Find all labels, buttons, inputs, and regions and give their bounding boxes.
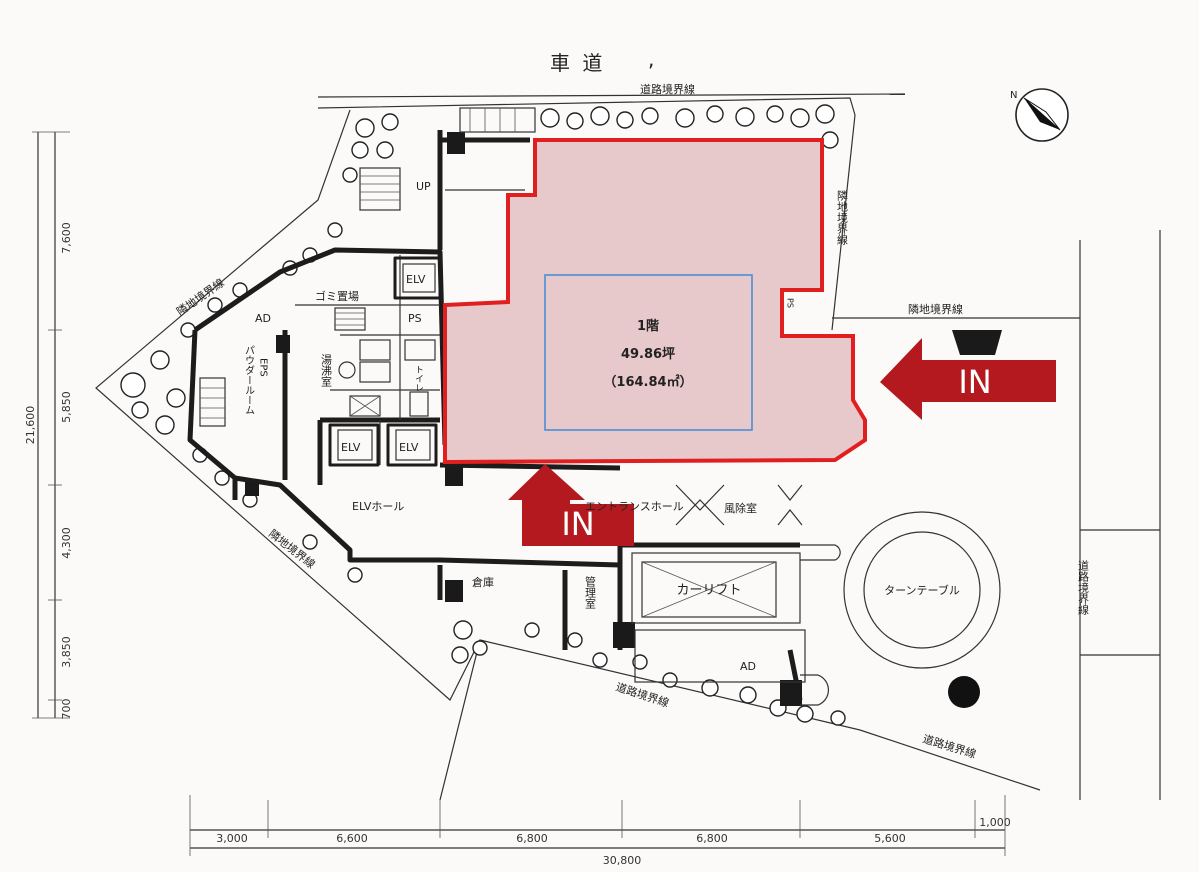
arrow-left-icon [880, 338, 1056, 420]
road-top-label: 道路境界線 [640, 82, 695, 96]
site-boundary [95, 93, 1161, 801]
dimension-horizontal: 3,000 6,600 6,800 6,800 5,600 1,000 30,8… [189, 795, 1011, 867]
turntable-label: ターンテーブル [884, 583, 960, 597]
wind-room-label: 風除室 [724, 501, 757, 515]
trees [120, 104, 846, 726]
elv-right-label: ELV [399, 441, 419, 454]
gomi-label: ゴミ置場 [315, 289, 359, 303]
floor-area-sqm: （164.84㎡） [603, 374, 692, 390]
dim-h-5: 5,600 [874, 832, 906, 845]
dim-h-6: 1,000 [979, 816, 1011, 829]
building-walls [187, 130, 803, 701]
dim-h-3: 6,800 [516, 832, 548, 845]
car-lift-label: カーリフト [676, 583, 741, 598]
dimension-vertical: 7,600 5,850 4,300 3,850 700 21,600 [24, 131, 73, 720]
elv-hall-label: ELVホール [352, 500, 404, 513]
entrance-right-label: IN [958, 363, 991, 401]
svg-text:N: N [1010, 90, 1017, 101]
dim-h-4: 6,800 [696, 832, 728, 845]
dim-h-1: 3,000 [216, 832, 248, 845]
ps-small-label: PS [786, 298, 795, 308]
floor-area-tsubo: 49.86坪 [621, 347, 675, 362]
powder-label: パウダールーム [243, 345, 255, 415]
dim-v-2: 5,850 [60, 391, 73, 423]
entrance-bottom: IN [508, 464, 634, 546]
eps-label: EPS [258, 358, 269, 377]
dim-v-1: 7,600 [60, 222, 73, 254]
street-label: 車 道 [550, 51, 605, 75]
ad-left-label: AD [255, 312, 271, 325]
up-label: UP [416, 180, 431, 193]
floor-name: 1階 [637, 318, 659, 334]
elevators [328, 256, 442, 467]
elv-top-label: ELV [406, 273, 426, 286]
north-arrow-icon: N [1010, 88, 1069, 142]
road-right-label: 道路境界線 [1077, 559, 1090, 615]
dim-v-total: 21,600 [24, 406, 37, 445]
tree-icon [120, 104, 846, 726]
toilet-label: トイレ [413, 365, 424, 392]
storage-label: 倉庫 [472, 575, 494, 589]
road-bottom-label: 道路境界線 [614, 680, 671, 710]
neighbor-right-top-label: 隣地境界線 [836, 189, 849, 245]
dim-h-total: 30,800 [603, 854, 642, 867]
leasable-area-outline [443, 138, 867, 465]
room-labels: ELV ELV ELV ゴミ置場 PS AD AD EPS 湯沸室 トイレ パウ… [243, 180, 960, 673]
neighbor-right-label: 隣地境界線 [908, 302, 963, 316]
ps-label: PS [408, 312, 422, 325]
ad-bottom-label: AD [740, 660, 756, 673]
entrance-bottom-label: IN [561, 505, 594, 543]
entrance-right: IN [880, 338, 1056, 420]
arrow-up-icon [508, 464, 634, 546]
columns [245, 132, 1002, 706]
area-inner-box [544, 274, 753, 431]
dim-v-3: 4,300 [60, 527, 73, 559]
road-bottom-right-label: 道路境界線 [921, 731, 978, 760]
dim-v-4: 3,850 [60, 636, 73, 668]
dim-h-2: 6,600 [336, 832, 368, 845]
elv-left-label: ELV [341, 441, 361, 454]
fixtures [338, 339, 436, 417]
stair-icon [199, 107, 536, 427]
leasable-area: 1階 49.86坪 （164.84㎡） [443, 138, 867, 465]
entrance-hall-label: エントランスホール [585, 500, 684, 513]
turntable [843, 511, 1001, 708]
street-mark: , [648, 47, 654, 71]
car-lift-area [631, 484, 841, 706]
admin-label: 管理室 [584, 575, 597, 609]
dim-v-5: 700 [60, 699, 73, 720]
yuwakashi-label: 湯沸室 [320, 354, 333, 387]
